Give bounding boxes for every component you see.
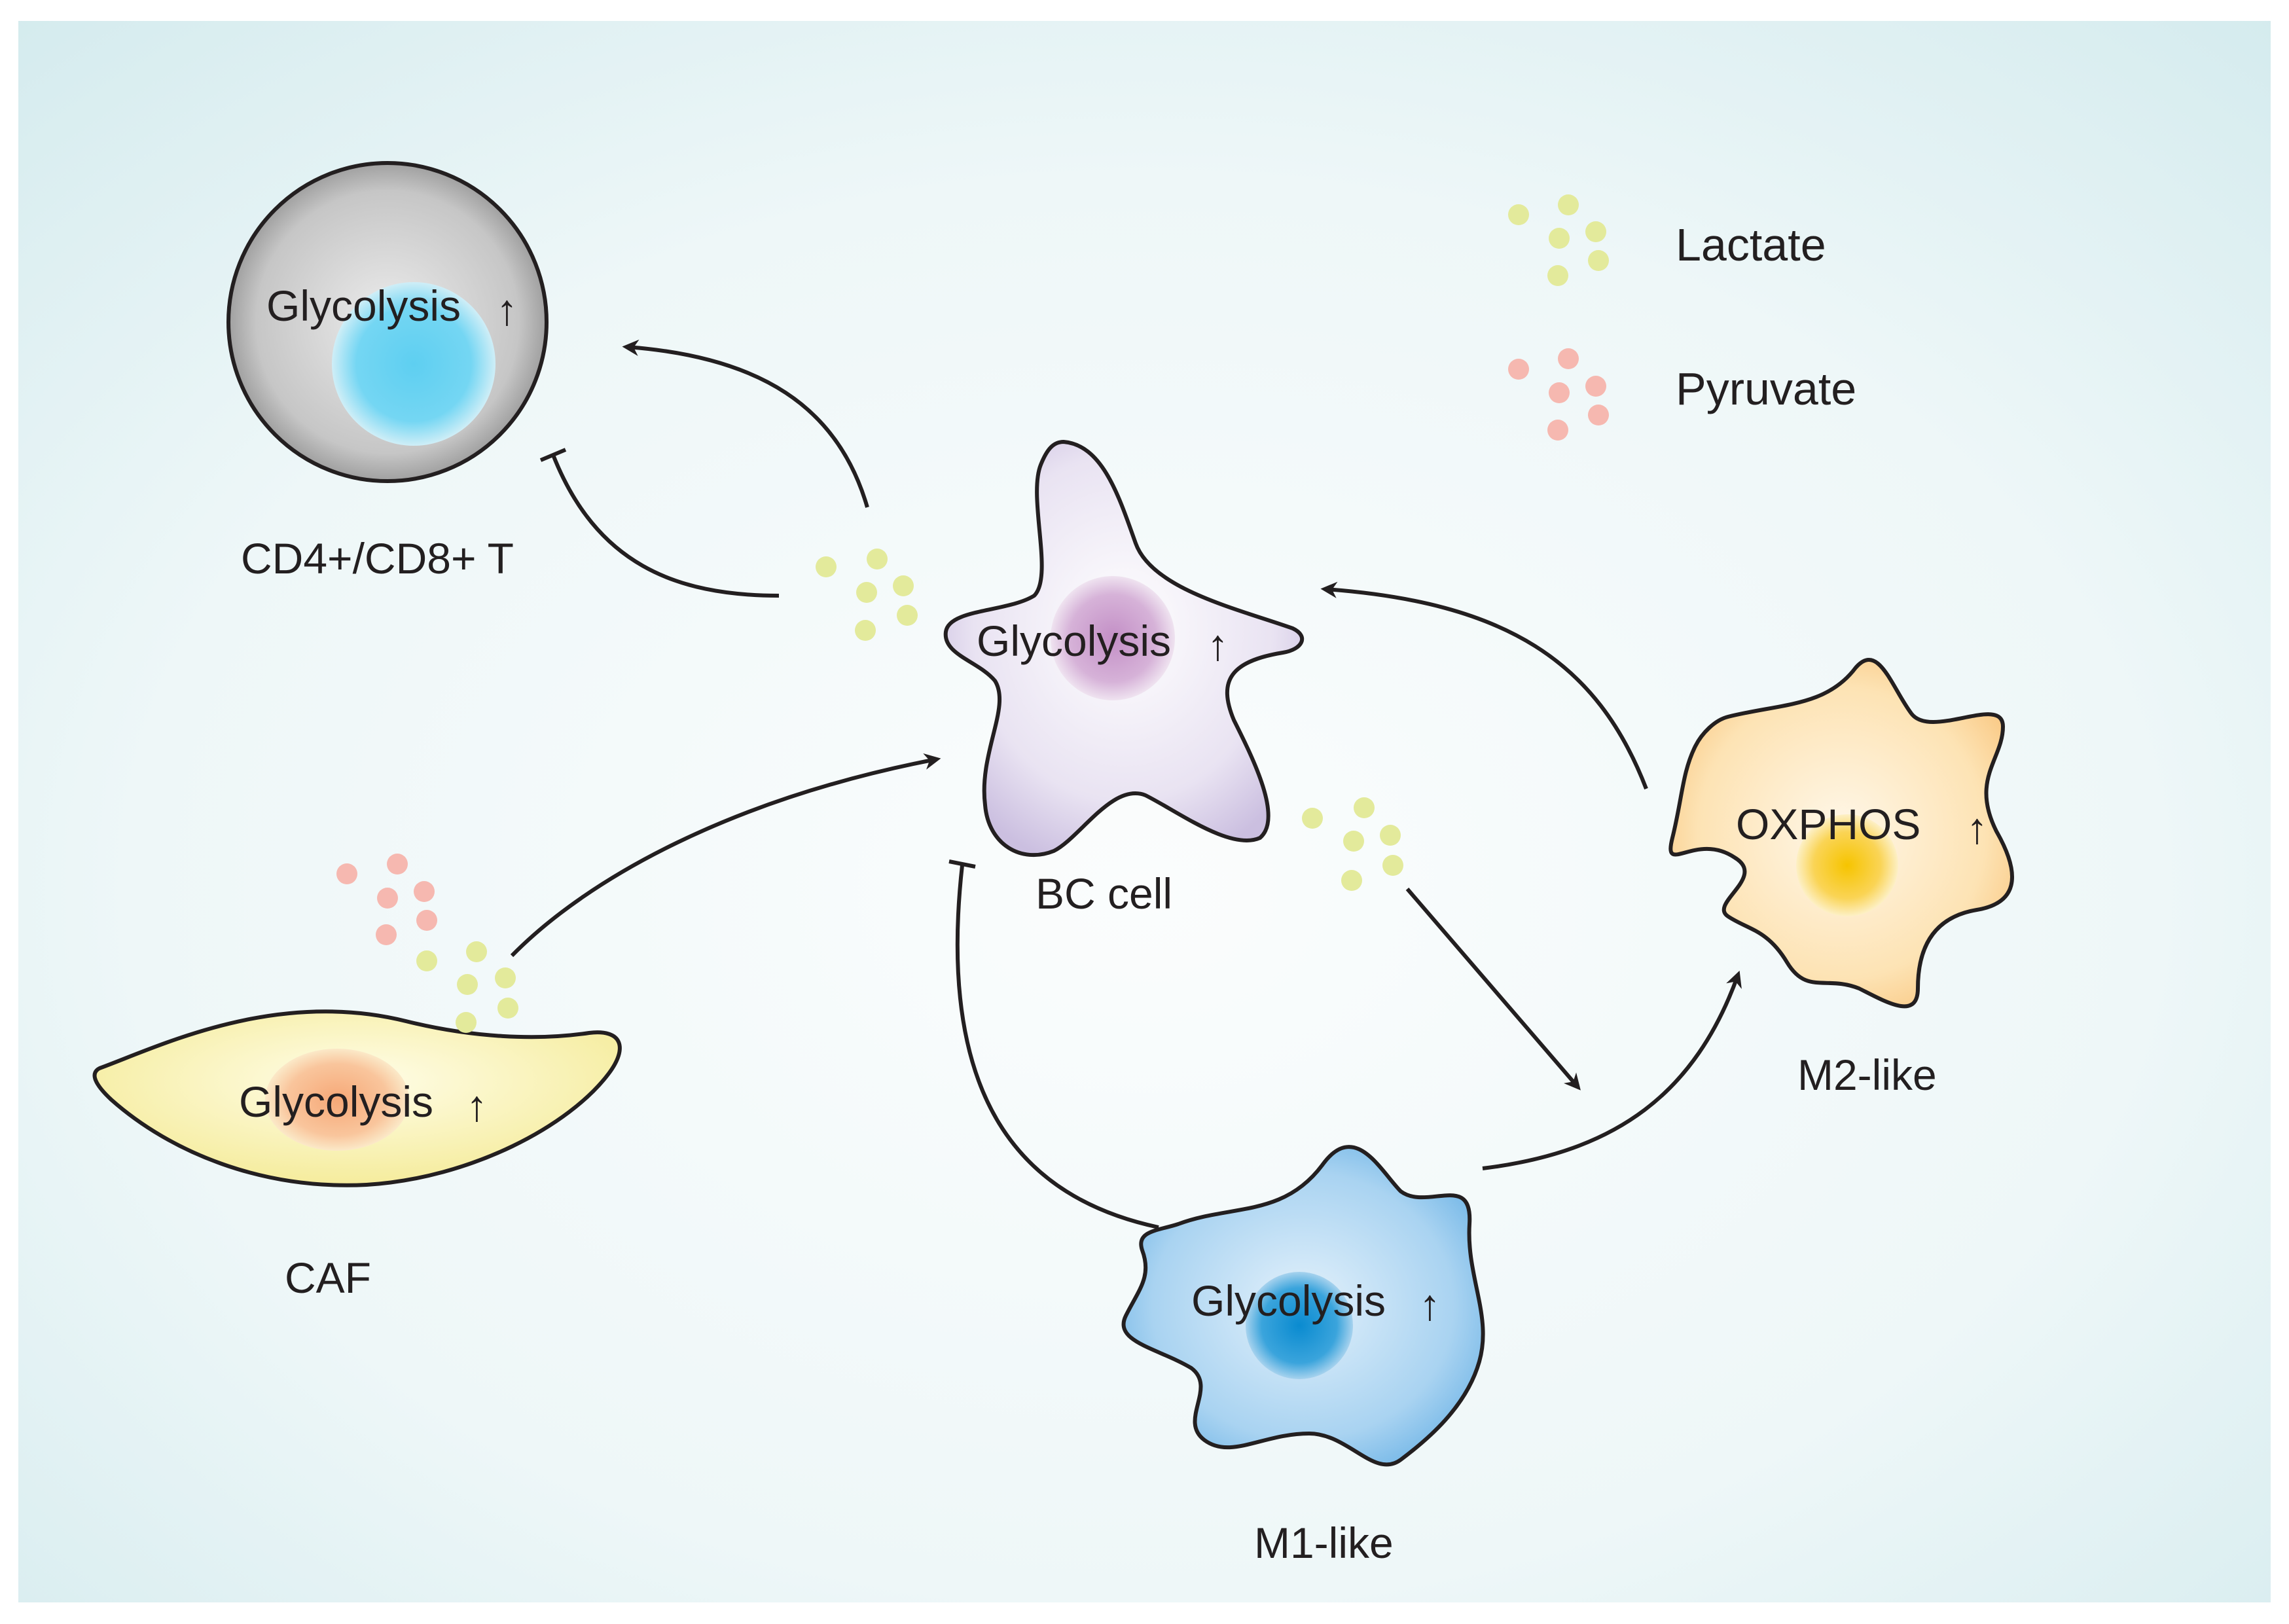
m1-cell-label: M1-like — [1254, 1519, 1394, 1567]
inhibition-m1-to-bc-cell — [955, 865, 1159, 1229]
arrow-m2-to-bc-cell — [1320, 581, 1648, 790]
arrow-lactate-to-t-cell — [622, 339, 869, 508]
lactate-cluster-bc-left — [816, 549, 918, 641]
t-cell-label: CD4+/CD8+ T — [241, 534, 514, 583]
t-cell-nucleus — [332, 282, 496, 446]
caf-cell: Glycolysis ↑ CAF — [92, 1009, 622, 1302]
m1-cell-nucleus — [1246, 1272, 1353, 1379]
inhibition-lactate-to-t-cell — [551, 454, 780, 598]
m2-cell-nucleus — [1796, 814, 1898, 916]
m2-cell-state-text: OXPHOS — [1736, 800, 1920, 848]
bc-cell-nucleus — [1051, 576, 1175, 700]
m2-cell-up-arrow-icon: ↑ — [1966, 804, 1988, 852]
t-cell: Glycolysis ↑ CD4+/CD8+ T — [226, 161, 549, 583]
bc-cell-state-text: Glycolysis — [977, 617, 1171, 665]
bc-cell-up-arrow-icon: ↑ — [1207, 621, 1229, 669]
legend-pyruvate-icon — [1508, 348, 1609, 441]
arrow-caf-to-bc-cell — [510, 753, 941, 958]
arrow-lactate-to-m1 — [1405, 888, 1581, 1091]
arrow-m1-to-m2 — [1482, 970, 1742, 1170]
legend-pyruvate-label: Pyruvate — [1676, 363, 1856, 414]
t-cell-up-arrow-icon: ↑ — [496, 285, 518, 334]
m2-cell: OXPHOS ↑ M2-like — [1668, 658, 2014, 1099]
m1-cell: Glycolysis ↑ M1-like — [1121, 1145, 1485, 1567]
bc-cell-label: BC cell — [1036, 869, 1172, 918]
caf-cell-label: CAF — [285, 1254, 371, 1302]
legend-lactate-icon — [1508, 194, 1609, 286]
m1-cell-state-text: Glycolysis — [1191, 1276, 1386, 1325]
legend: Lactate Pyruvate — [1508, 194, 1856, 441]
lactate-cluster-caf — [416, 941, 518, 1033]
inhibition-bar-t-cell — [539, 448, 567, 462]
inhibition-bar-bc-cell — [948, 859, 976, 869]
m2-cell-label: M2-like — [1797, 1051, 1937, 1099]
caf-cell-state-text: Glycolysis — [239, 1077, 433, 1126]
caf-cell-up-arrow-icon: ↑ — [466, 1081, 488, 1130]
caf-cell-nucleus — [265, 1049, 409, 1151]
m1-cell-up-arrow-icon: ↑ — [1419, 1280, 1441, 1329]
lactate-cluster-bc-right — [1302, 797, 1403, 891]
t-cell-state-text: Glycolysis — [266, 281, 461, 330]
legend-lactate-label: Lactate — [1676, 219, 1826, 270]
pyruvate-cluster-caf — [336, 854, 437, 945]
bc-cell: Glycolysis ↑ BC cell — [943, 439, 1304, 918]
